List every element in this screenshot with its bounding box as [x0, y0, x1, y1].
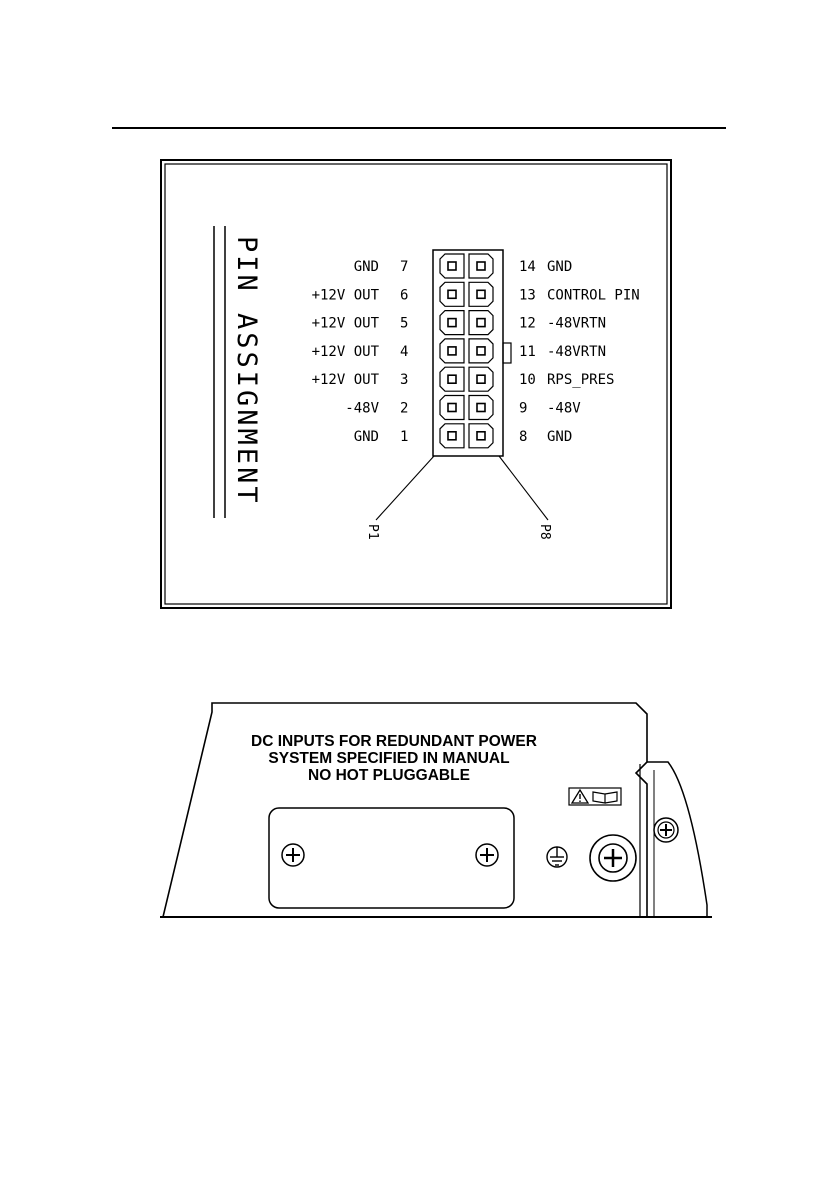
- callout-p8: P8: [537, 524, 552, 540]
- left-pin-label: +12V OUT: [312, 316, 380, 332]
- right-pin-number: 10: [519, 372, 536, 388]
- screw-icon: [476, 844, 498, 866]
- pin-contact-11: [477, 347, 485, 355]
- pin-cell-13: [469, 282, 493, 306]
- left-pin-label: -48V: [345, 401, 379, 417]
- left-pin-label: +12V OUT: [312, 287, 380, 303]
- left-pin-number: 3: [400, 372, 408, 388]
- pin-contact-4: [448, 347, 456, 355]
- warning-manual-box: [569, 788, 621, 805]
- left-pin-number: 6: [400, 287, 408, 303]
- ground-stud-icon: [590, 835, 636, 881]
- right-pin-number: 8: [519, 429, 527, 445]
- pin-cell-10: [469, 367, 493, 391]
- pin-contact-14: [477, 262, 485, 270]
- panel-label-line-3: NO HOT PLUGGABLE: [308, 767, 470, 784]
- pin-assignment-title: PIN ASSIGNMENT: [231, 236, 262, 506]
- connector: [433, 250, 511, 456]
- pin-cell-8: [469, 424, 493, 448]
- pin-contact-1: [448, 432, 456, 440]
- pin-contact-2: [448, 404, 456, 412]
- left-pin-number: 5: [400, 316, 408, 332]
- rear-panel-drawing: DC INPUTS FOR REDUNDANT POWER SYSTEM SPE…: [160, 703, 712, 917]
- pin-cell-6: [440, 282, 464, 306]
- pin-contact-9: [477, 404, 485, 412]
- panel-label-line-2: SYSTEM SPECIFIED IN MANUAL: [268, 750, 509, 767]
- pin-cell-9: [469, 396, 493, 420]
- left-pin-label: GND: [354, 259, 379, 275]
- right-pin-label: CONTROL PIN: [547, 287, 640, 303]
- right-pin-label: -48VRTN: [547, 316, 606, 332]
- pin-contact-5: [448, 319, 456, 327]
- left-pin-number: 1: [400, 429, 408, 445]
- left-pin-label: GND: [354, 429, 379, 445]
- right-pin-label: -48VRTN: [547, 344, 606, 360]
- right-pin-number: 11: [519, 344, 536, 360]
- pin-cell-3: [440, 367, 464, 391]
- right-pin-number: 14: [519, 259, 536, 275]
- right-pin-number: 13: [519, 287, 536, 303]
- pin-cell-1: [440, 424, 464, 448]
- pin-cell-11: [469, 339, 493, 363]
- pin-cell-7: [440, 254, 464, 278]
- bracket-screw-icon: [654, 818, 678, 842]
- callout-leader-p1: [376, 456, 434, 520]
- cover-plate: [269, 808, 514, 908]
- warning-triangle-icon: [572, 790, 588, 803]
- left-pin-number: 4: [400, 344, 408, 360]
- ground-symbol-icon: [547, 847, 567, 867]
- pin-cell-4: [440, 339, 464, 363]
- left-pin-number: 7: [400, 259, 408, 275]
- pin-contact-3: [448, 375, 456, 383]
- right-pin-label: GND: [547, 429, 572, 445]
- right-pin-label: -48V: [547, 401, 581, 417]
- pin-contact-8: [477, 432, 485, 440]
- right-pin-label: GND: [547, 259, 572, 275]
- pin-contact-6: [448, 290, 456, 298]
- panel-label-line-1: DC INPUTS FOR REDUNDANT POWER: [251, 733, 537, 750]
- manual-book-icon: [593, 792, 617, 803]
- pin-cell-2: [440, 396, 464, 420]
- pin-contact-10: [477, 375, 485, 383]
- pin-cell-12: [469, 311, 493, 335]
- pin-cell-14: [469, 254, 493, 278]
- connector-latch: [503, 343, 511, 363]
- left-pin-number: 2: [400, 401, 408, 417]
- left-pin-label: +12V OUT: [312, 372, 380, 388]
- pin-cell-5: [440, 311, 464, 335]
- callout-leader-p8: [499, 456, 548, 520]
- right-pin-number: 9: [519, 401, 527, 417]
- right-pin-number: 12: [519, 316, 536, 332]
- side-bracket: [647, 762, 707, 917]
- screw-icon: [282, 844, 304, 866]
- right-pin-label: RPS_PRES: [547, 372, 614, 388]
- pin-contact-7: [448, 262, 456, 270]
- callout-p1: P1: [365, 524, 380, 540]
- pin-contact-12: [477, 319, 485, 327]
- left-pin-label: +12V OUT: [312, 344, 380, 360]
- pin-contact-13: [477, 290, 485, 298]
